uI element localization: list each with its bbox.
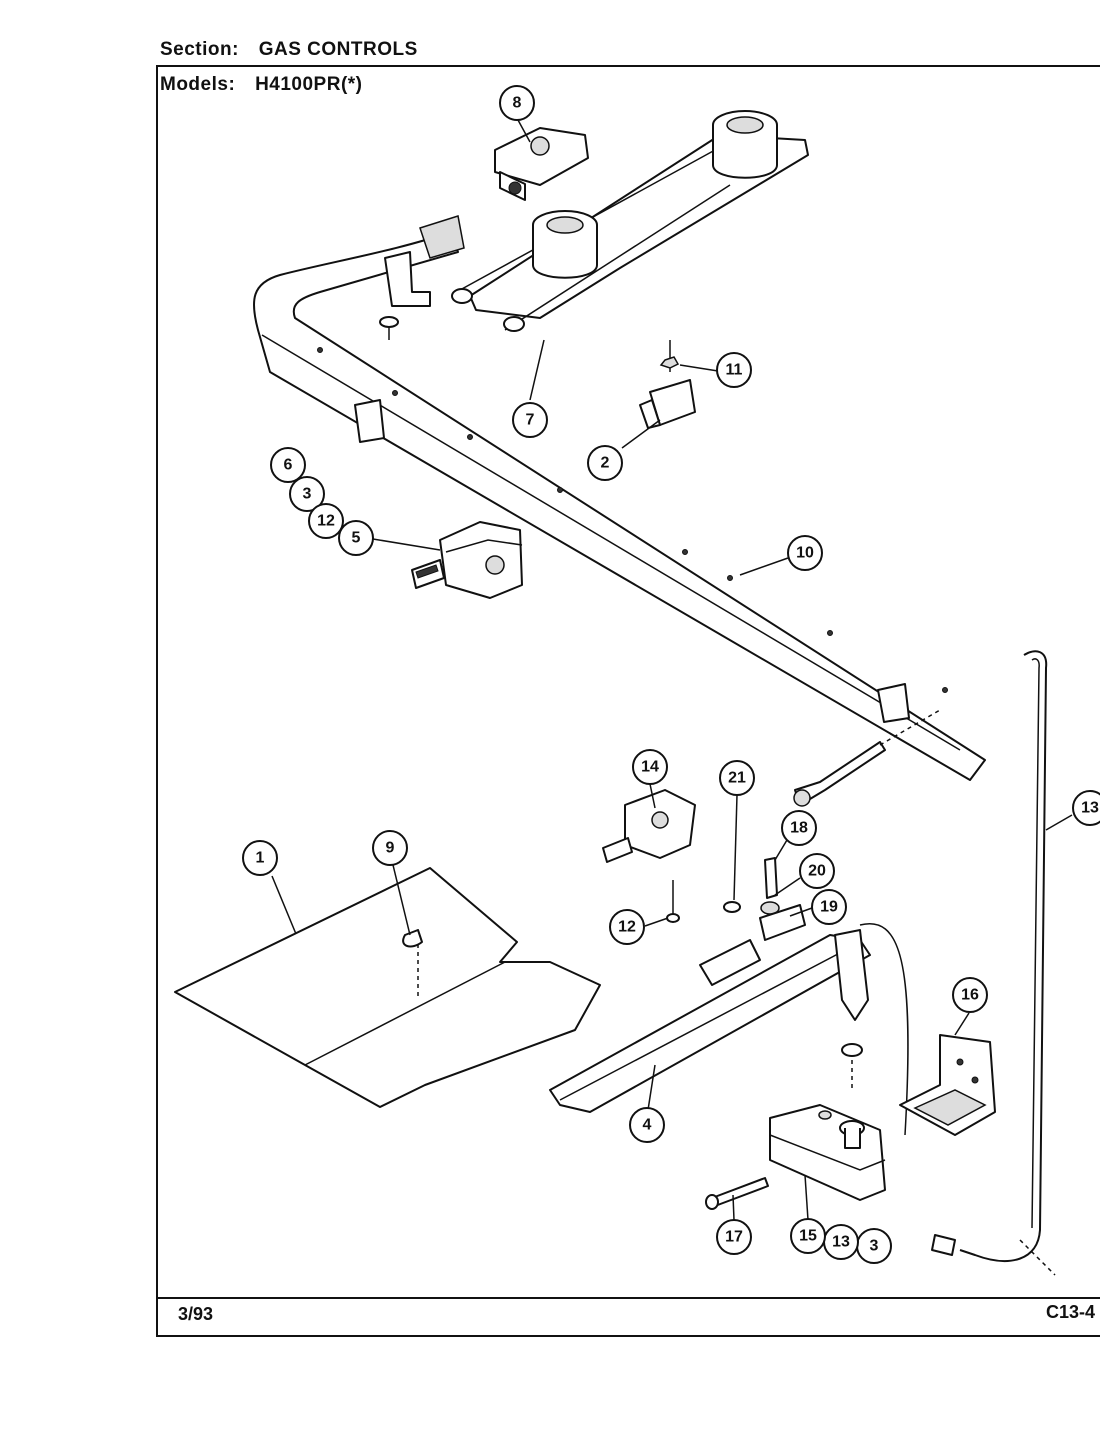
burner-shield [174, 867, 601, 1108]
svg-text:1: 1 [256, 850, 265, 867]
callout-14: 14 [632, 749, 668, 785]
footer-date: 3/93 [178, 1304, 214, 1324]
bracket-screw [379, 316, 399, 340]
callout-9: 9 [372, 830, 408, 866]
callout-10: 10 [787, 535, 823, 571]
callout-4: 4 [629, 1107, 665, 1143]
svg-text:8: 8 [513, 95, 522, 112]
svg-text:18: 18 [790, 820, 808, 837]
svg-text:13: 13 [832, 1234, 850, 1251]
svg-text:21: 21 [728, 770, 746, 787]
callout-15: 15 [790, 1218, 826, 1254]
manifold-fitting [793, 709, 941, 807]
models-label: Models: [160, 74, 236, 95]
small-screw [666, 880, 680, 923]
bolt [705, 1177, 769, 1210]
top-burner-assembly [451, 110, 809, 332]
shield-clip [402, 929, 423, 948]
svg-text:3: 3 [303, 486, 312, 503]
callout-13b: 13 [823, 1224, 859, 1260]
callout-6: 6 [270, 447, 306, 483]
gas-valve [411, 521, 523, 599]
callout-8: 8 [499, 85, 535, 121]
section-value: GAS CONTROLS [258, 39, 418, 60]
thermostat-valve [769, 1104, 886, 1201]
models-value: H4100PR(*) [255, 74, 363, 95]
svg-text:12: 12 [317, 513, 335, 530]
svg-text:13: 13 [1081, 800, 1099, 817]
models-header: Models: H4100PR(*) [160, 74, 363, 96]
callout-3a: 3 [289, 476, 325, 512]
oven-burner [549, 923, 909, 1136]
manifold-pipe [252, 215, 986, 781]
svg-text:11: 11 [726, 362, 743, 379]
mounting-bracket [639, 340, 696, 429]
section-header: Section: GAS CONTROLS [160, 39, 418, 61]
svg-text:19: 19 [820, 899, 838, 916]
callout-18: 18 [781, 810, 817, 846]
callout-13a: 13 [1072, 790, 1100, 826]
igniter-parts [699, 857, 806, 986]
igniter-bracket [899, 1034, 996, 1136]
leader-lines [271, 119, 1073, 1221]
footer-rule [156, 1297, 1100, 1299]
svg-text:17: 17 [725, 1229, 743, 1246]
callout-16: 16 [952, 977, 988, 1013]
svg-text:7: 7 [526, 412, 535, 429]
svg-text:10: 10 [796, 545, 814, 562]
callout-1: 1 [242, 840, 278, 876]
callout-12a: 12 [308, 503, 344, 539]
diagram-frame [156, 65, 1100, 1337]
oven-valve-fitting [602, 789, 696, 863]
footer-code: C13-4 [1046, 1302, 1096, 1322]
section-label: Section: [160, 39, 239, 60]
callout-7: 7 [512, 402, 548, 438]
callout-20: 20 [799, 853, 835, 889]
svg-text:9: 9 [386, 840, 395, 857]
callout-19: 19 [811, 889, 847, 925]
svg-text:2: 2 [601, 455, 610, 472]
callout-2: 2 [587, 445, 623, 481]
burner-valve-block [494, 127, 589, 201]
svg-text:4: 4 [643, 1117, 652, 1134]
svg-text:5: 5 [352, 530, 361, 547]
callout-5: 5 [338, 520, 374, 556]
callout-21: 21 [719, 760, 755, 796]
svg-text:20: 20 [808, 863, 826, 880]
svg-text:15: 15 [799, 1228, 817, 1245]
callout-12b: 12 [609, 909, 645, 945]
svg-text:3: 3 [870, 1238, 879, 1255]
callout-11: 11 [716, 352, 752, 388]
callout-3b: 3 [856, 1228, 892, 1264]
callout-17: 17 [716, 1219, 752, 1255]
svg-text:16: 16 [961, 987, 979, 1004]
svg-text:14: 14 [641, 759, 659, 776]
svg-text:12: 12 [618, 919, 636, 936]
svg-text:6: 6 [284, 457, 293, 474]
